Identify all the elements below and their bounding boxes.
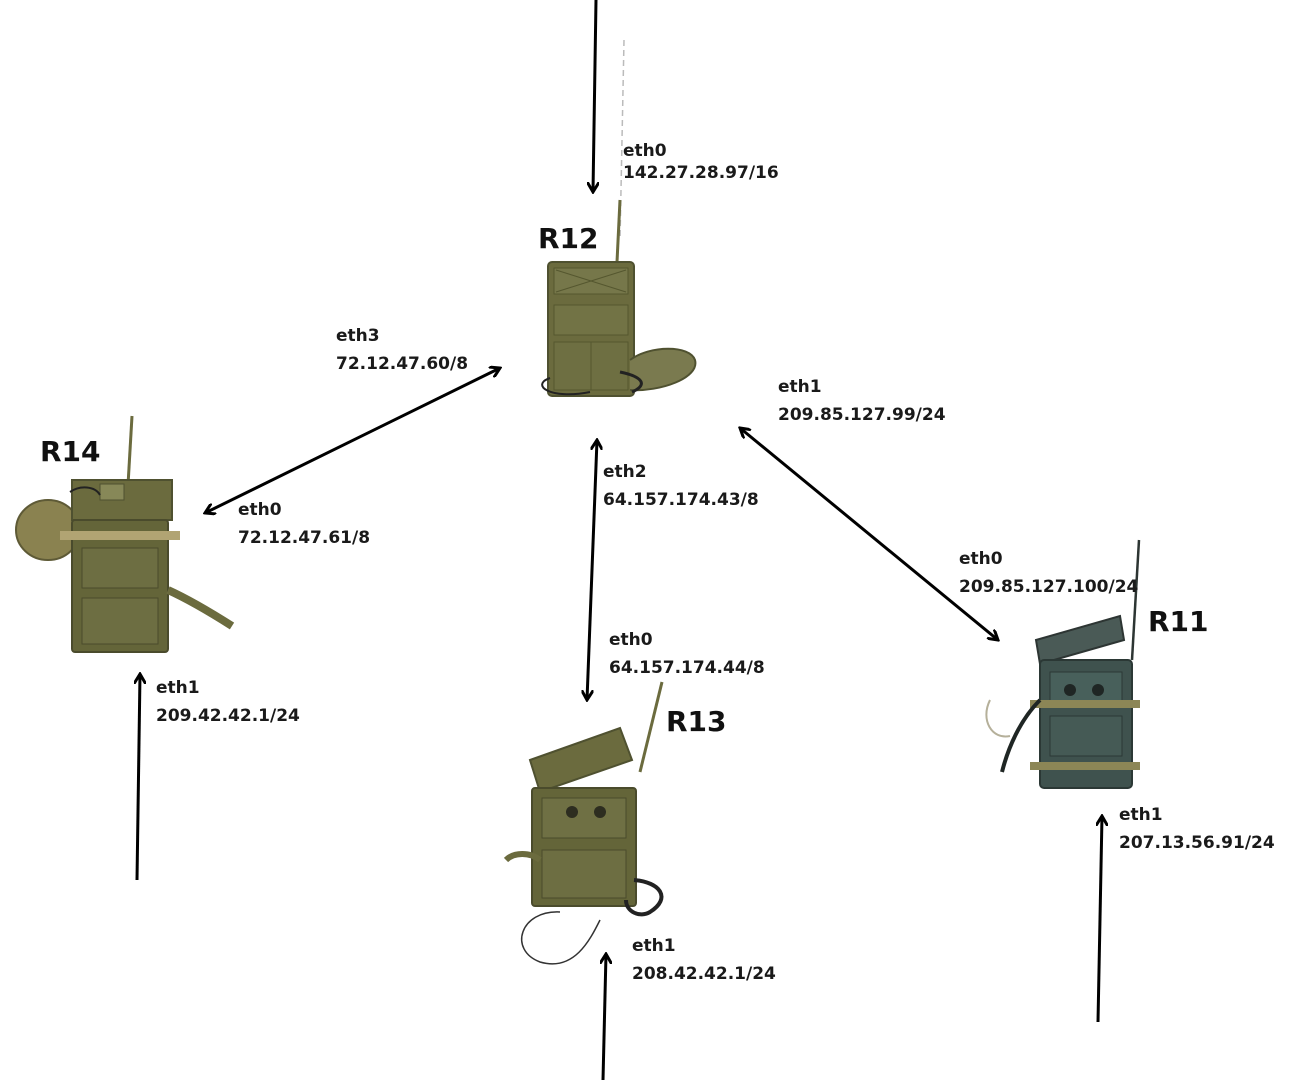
radio-icon-r11	[985, 539, 1141, 789]
interface-label-r12-eth3: eth3 72.12.47.60/8	[336, 322, 468, 378]
interface-name: eth1	[632, 936, 676, 956]
interface-label-r12-eth1: eth1 209.85.127.99/24	[778, 373, 946, 429]
interface-name: eth0	[959, 549, 1003, 569]
interface-ip: 64.157.174.43/8	[603, 490, 759, 510]
router-label-r14: R14	[40, 435, 101, 468]
interface-label-r12-eth2: eth2 64.157.174.43/8	[603, 458, 759, 514]
link-r12-r13	[587, 440, 597, 700]
interface-ip: 142.27.28.97/16	[623, 163, 779, 183]
interface-name: eth0	[609, 630, 653, 650]
interface-name: eth3	[336, 326, 380, 346]
router-label-r13: R13	[666, 705, 727, 738]
interface-name: eth0	[238, 500, 282, 520]
interface-name: eth0	[623, 141, 667, 161]
interface-label-r13-eth1: eth1 208.42.42.1/24	[632, 932, 776, 988]
link-r12-r11	[740, 428, 998, 640]
interface-name: eth1	[778, 377, 822, 397]
interface-label-r14-eth1: eth1 209.42.42.1/24	[156, 674, 300, 730]
radio-icon-r14	[15, 415, 235, 653]
interface-ip: 209.85.127.99/24	[778, 405, 946, 425]
interface-label-r11-eth1: eth1 207.13.56.91/24	[1119, 801, 1275, 857]
router-label-r11: R11	[1148, 605, 1209, 638]
uplink-arrow-r11	[1098, 816, 1102, 1023]
interface-label-r11-eth0: eth0 209.85.127.100/24	[959, 545, 1138, 601]
interface-ip: 72.12.47.60/8	[336, 354, 469, 374]
interface-ip: 72.12.47.61/8	[238, 528, 371, 548]
radio-icon-r13	[503, 681, 664, 965]
interface-name: eth1	[156, 678, 200, 698]
uplink-arrow-r12	[593, 0, 596, 192]
interface-name: eth2	[603, 462, 647, 482]
interface-ip: 208.42.42.1/24	[632, 964, 776, 984]
interface-ip: 209.85.127.100/24	[959, 577, 1139, 597]
link-r12-r14	[205, 368, 500, 513]
interface-ip: 209.42.42.1/24	[156, 706, 300, 726]
uplink-arrow-r14	[137, 674, 140, 881]
uplink-arrow-r13	[603, 954, 606, 1080]
interface-label-r13-eth0: eth0 64.157.174.44/8	[609, 626, 765, 682]
router-label-r12: R12	[538, 222, 599, 255]
interface-label-r14-eth0: eth0 72.12.47.61/8	[238, 496, 370, 552]
interface-name: eth1	[1119, 805, 1163, 825]
radio-icon-r12	[541, 39, 697, 397]
interface-ip: 207.13.56.91/24	[1119, 833, 1275, 853]
interface-label-r12-eth0: eth0 142.27.28.97/16	[623, 140, 779, 184]
interface-ip: 64.157.174.44/8	[609, 658, 765, 678]
